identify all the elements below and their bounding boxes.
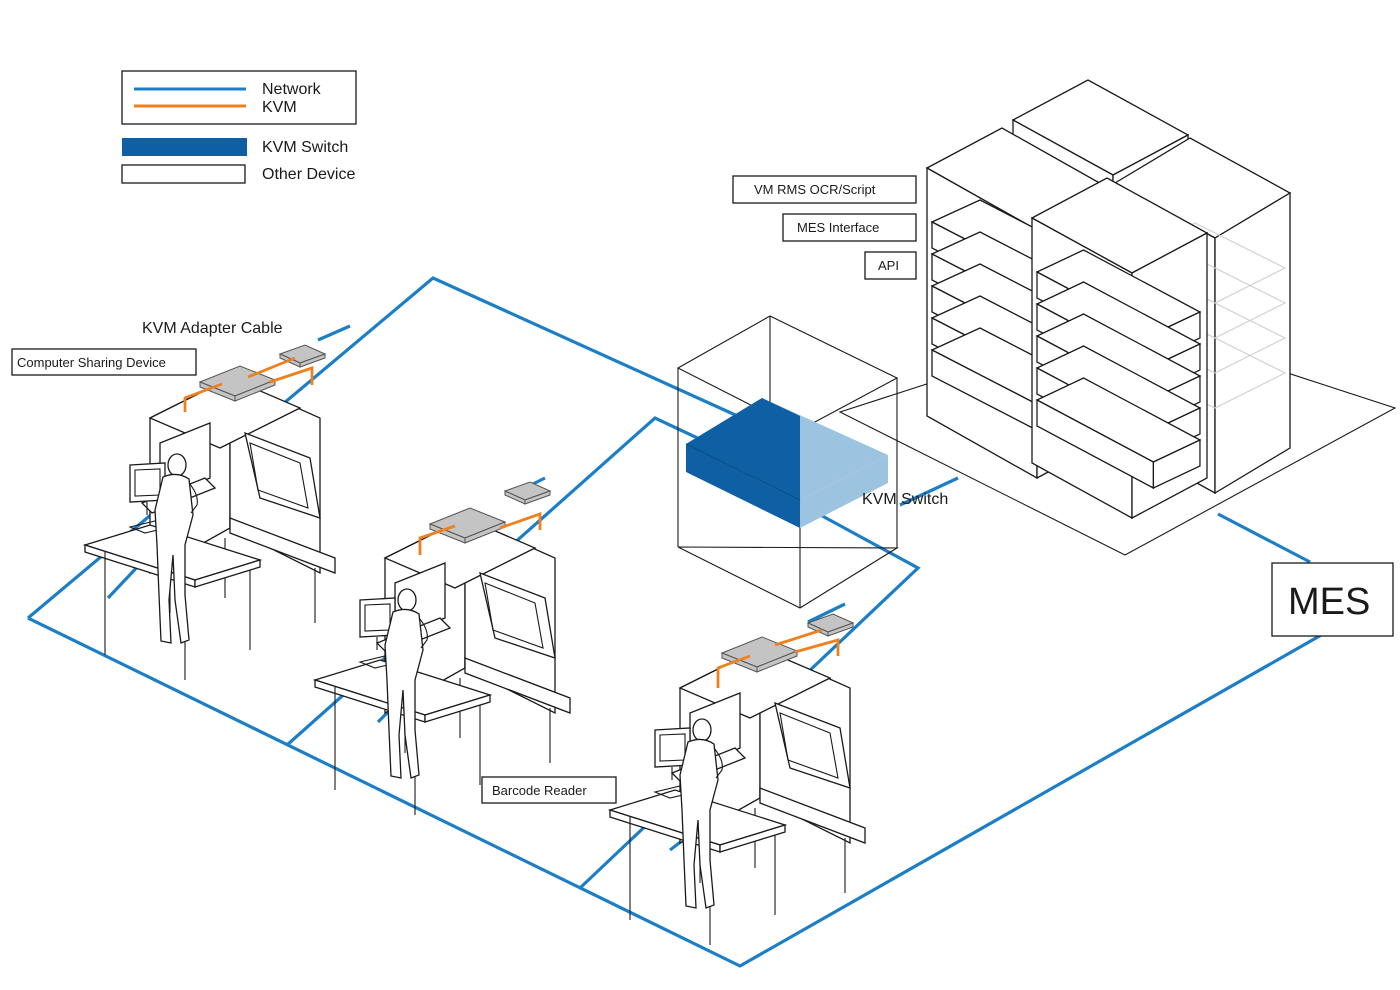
server-racks — [925, 79, 1292, 520]
barcode-reader-box — [481, 776, 617, 804]
computer-sharing-device-label: Computer Sharing Device — [17, 355, 166, 370]
computer-sharing-device-box — [11, 348, 197, 376]
barcode-reader-label: Barcode Reader — [492, 783, 587, 798]
vm-rms-box — [732, 175, 917, 204]
vm-rms-label: VM RMS OCR/Script — [754, 182, 876, 197]
legend-kvm-label: KVM — [262, 99, 297, 116]
inspection-station-3 — [609, 613, 866, 946]
inspection-station-2 — [314, 481, 571, 816]
legend-kvm-switch-swatch — [122, 138, 247, 156]
mes-interface-label: MES Interface — [797, 220, 879, 235]
kvm-switch — [676, 315, 899, 609]
legend-kvm-switch-label: KVM Switch — [262, 139, 348, 156]
legend-other-device-swatch — [121, 164, 246, 184]
mes-label: MES — [1288, 581, 1370, 623]
kvm-switch-label: KVM Switch — [862, 491, 948, 508]
api-box — [864, 251, 917, 280]
legend-other-device-label: Other Device — [262, 166, 355, 183]
legend: Network KVM KVM Switch Other Device — [121, 70, 357, 184]
legend-box — [121, 70, 357, 125]
mes-interface-box — [782, 213, 917, 242]
mes-box — [1271, 562, 1394, 637]
inspection-station-1 — [84, 344, 336, 681]
kvm-adapter-cable-label: KVM Adapter Cable — [142, 320, 283, 337]
legend-network-label: Network — [262, 81, 322, 98]
api-label: API — [878, 258, 899, 273]
